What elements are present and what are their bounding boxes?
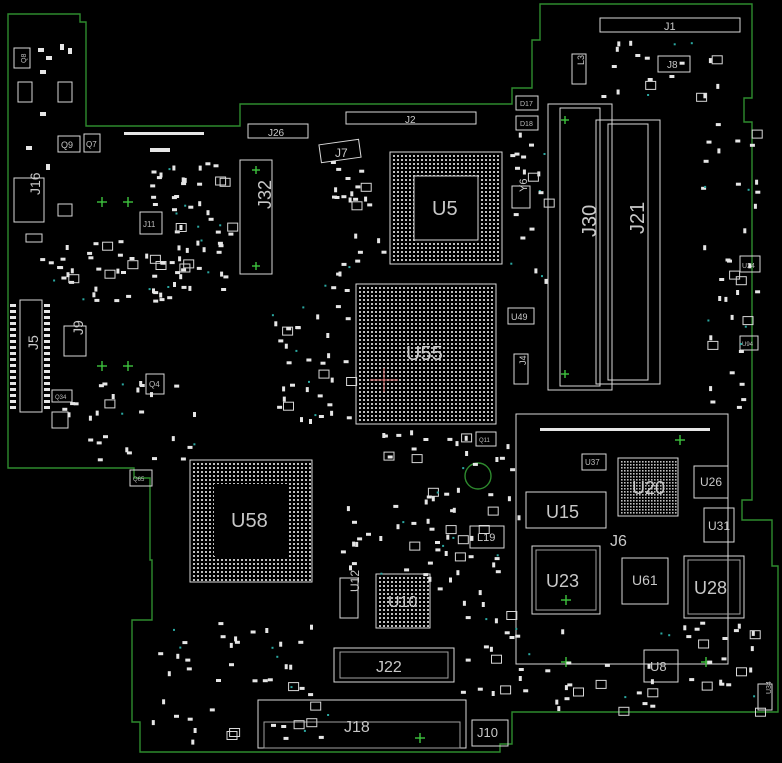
u5-label: U5 [432,198,458,220]
j11-label: J11 [143,220,156,229]
u23-label: U23 [546,571,579,591]
u5-chip: U5 [389,151,503,265]
q9-label: Q9 [61,140,73,150]
j21-label: J21 [627,202,649,234]
j32-connector: J32 [239,159,275,275]
u31-label: U31 [708,519,730,533]
j5-label: J5 [25,335,41,350]
u61-label: U61 [632,572,658,588]
j7-label: J7 [335,146,348,160]
j4-label: J4 [518,355,528,365]
y6-label: Y6 [518,179,530,192]
d18-label: D18 [520,121,533,128]
u12-label: U12 [348,570,362,592]
u94-label: U94 [742,342,754,348]
u28-label: U28 [694,578,727,598]
bottom-middle: L19 U12 J22 J18 J10 [257,525,509,749]
u15-label: U15 [546,502,579,522]
j6-module: J6 U37 U20 U26 U15 U31 U23 U61 U28 U8 [515,413,745,683]
left-middle-group: J5 J9 Q34 Q4 Q65 [10,299,165,487]
j2-label: J2 [405,115,416,126]
u37-label: U37 [585,458,600,467]
board-outline [7,3,779,753]
q4-label: Q4 [149,380,160,389]
j18-label: J18 [344,719,370,736]
j6-label: J6 [610,533,627,550]
j9-label: J9 [70,320,86,335]
u55-label: U55 [406,343,443,365]
q34-label: Q34 [55,395,67,401]
u20-label: U20 [632,478,665,498]
q8-label: Q8 [21,54,28,63]
j10-label: J10 [477,725,498,740]
u55-chip: U55 [355,283,497,425]
memory-slots: J30 J21 [547,103,661,391]
j8-label: J8 [667,60,678,71]
j1-label: J1 [664,21,676,33]
q11-label: Q11 [479,438,491,444]
u34-label: U34 [766,681,773,694]
u10-chip: U10 [375,573,431,629]
j26-label: J26 [268,128,285,139]
j22-label: J22 [376,659,402,676]
j32-label: J32 [255,180,275,209]
top-connectors: J26 J2 J7 J1 J8 L3 D17 D18 Y6 [247,17,741,209]
u49-label: U49 [511,312,528,322]
q7-label: Q7 [86,140,97,149]
right-small-parts: U49 J4 U24 U94 Q11 U34 [464,255,773,711]
u58-chip: U58 [189,459,313,583]
top-left-group: Q8 Q9 Q7 J16 J11 [13,44,204,243]
j16-label: J16 [27,172,43,195]
q65-label: Q65 [133,477,145,483]
l3-label: L3 [576,55,586,65]
j30-label: J30 [579,205,601,237]
u10-label: U10 [388,594,417,611]
u58-label: U58 [231,510,268,532]
u26-label: U26 [700,475,722,489]
scatter-components [40,40,766,745]
d17-label: D17 [520,101,533,108]
u8-label: U8 [650,659,667,674]
l19-label: L19 [477,532,495,544]
